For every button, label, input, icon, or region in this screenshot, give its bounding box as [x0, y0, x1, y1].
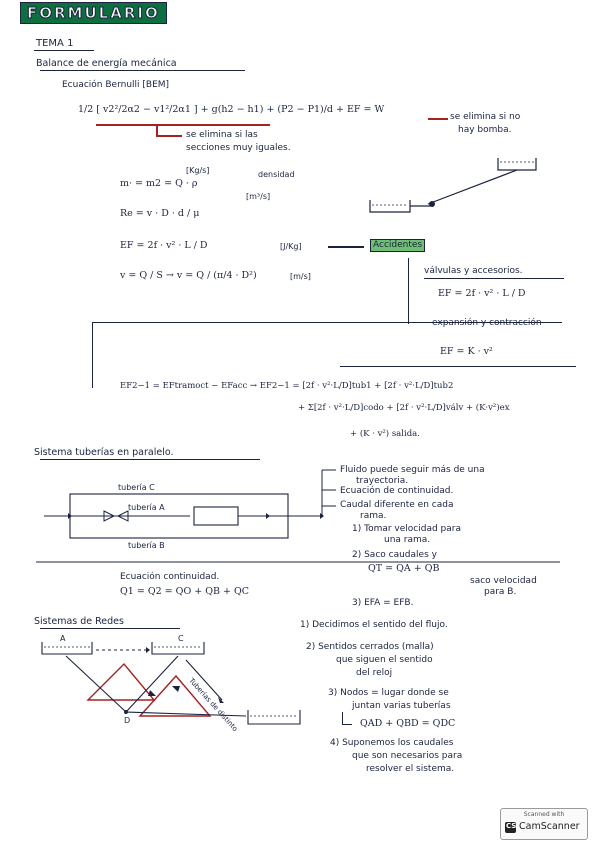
tuberia-c-label: tubería C — [118, 483, 155, 492]
section-heading-energy-underline — [40, 70, 245, 71]
accidentes-branch-vertical — [408, 258, 410, 324]
mass-flow-unit-top: [Kg/s] — [186, 166, 210, 175]
parallel-step-2-line-2: QT = QA + QB — [368, 563, 440, 574]
velocity-unit: [m/s] — [290, 272, 311, 281]
continuity-equation: Q1 = Q2 = QO + QB + QC — [120, 586, 250, 597]
network-step-3-bracket-arm — [342, 724, 352, 726]
parallel-note-2: Ecuación de continuidad. — [340, 486, 454, 496]
valvulas-underline — [424, 278, 564, 279]
parallel-step-2-line-4: para B. — [484, 587, 517, 597]
network-step-2-line-3: del reloj — [356, 668, 393, 678]
long-vertical-rule-1 — [92, 322, 94, 388]
section-heading-parallel: Sistema tuberías en paralelo. — [34, 447, 174, 458]
parallel-note-3-line-1: Caudal diferente en cada — [340, 500, 454, 510]
friction-unit: [J/Kg] — [280, 242, 302, 251]
network-node-c: C — [178, 634, 184, 643]
stamp-logo-text: CS — [506, 822, 517, 830]
network-diagonal-note: Tuberías de distinto — [187, 676, 240, 733]
parallel-step-2-line-3: saco velocidad — [470, 576, 537, 586]
continuity-label: Ecuación continuidad. — [120, 572, 220, 582]
network-step-2-line-1: 2) Sentidos cerrados (malla) — [306, 642, 434, 652]
section-heading-energy: Balance de energía mecánica — [36, 58, 177, 69]
ef-total-line-3: + (K · v²) salida. — [350, 429, 420, 439]
network-step-3-bracket — [342, 712, 344, 724]
network-step-3-equation: QAD + QBD = QDC — [360, 718, 456, 729]
bernoulli-label: Ecuación Bernulli [BEM] — [62, 80, 170, 90]
parallel-step-1-line-1: 1) Tomar velocidad para — [352, 524, 461, 534]
mass-flow-equation: m· = m2 = Q · ρ — [120, 178, 198, 189]
reynolds-equation: Re = v · D · d / μ — [120, 208, 200, 219]
parallel-step-2-line-1: 2) Saco caudales y — [352, 550, 437, 560]
parallel-step-3: 3) EFA = EFB. — [352, 598, 414, 608]
bernoulli-note-below-1: se elimina si las — [186, 130, 258, 140]
parallel-note-3-line-2: rama. — [360, 511, 387, 521]
bernoulli-red-bracket — [96, 124, 270, 126]
valvulas-equation: EF = 2f · v² · L / D — [438, 288, 526, 299]
expansion-label: expansión y contracción — [432, 318, 542, 328]
bernoulli-red-arrow-right — [428, 118, 448, 120]
bernoulli-note-right-1: se elimina si no — [450, 112, 521, 122]
mass-flow-density-label: densidad — [258, 170, 295, 179]
mass-flow-unit-bottom: [m³/s] — [246, 192, 271, 201]
tuberia-a-label: tubería A — [128, 503, 165, 512]
velocity-equation: v = Q / S → v = Q / (π/4 · D²) — [120, 270, 257, 281]
network-step-4-line-2: que son necesarios para — [352, 751, 463, 761]
network-step-2-line-2: que siguen el sentido — [336, 655, 433, 665]
long-horizontal-rule-2 — [340, 366, 576, 368]
parallel-note-1-line-1: Fluido puede seguir más de una — [340, 465, 485, 475]
topic-heading: TEMA 1 — [36, 38, 74, 49]
stamp-app-name: CamScanner — [519, 821, 580, 832]
camscanner-logo-icon — [505, 822, 516, 833]
friction-arrow — [328, 246, 364, 248]
topic-underline — [34, 50, 94, 51]
network-step-4-line-1: 4) Suponemos los caudales — [330, 738, 454, 748]
camscanner-stamp: Scanned with CS CamScanner — [500, 808, 588, 840]
valvulas-label: válvulas y accesorios. — [424, 266, 523, 276]
bernoulli-red-tick — [156, 124, 158, 136]
network-step-1: 1) Decidimos el sentido del flujo. — [300, 620, 448, 630]
ef-total-line-2: + Σ[2f · v²·L/D]codo + [2f · v²·L/D]válv… — [298, 403, 510, 413]
network-step-3-line-1: 3) Nodos = lugar donde se — [328, 688, 449, 698]
bernoulli-note-below-2: secciones muy iguales. — [186, 143, 291, 153]
section-heading-networks: Sistemas de Redes — [34, 616, 124, 627]
bernoulli-equation: 1/2 [ v2²/2α2 − v1²/2α1 ] + g(h2 − h1) +… — [78, 104, 385, 115]
accidentes-box: Accidentes — [370, 239, 426, 252]
stamp-scanned-with: Scanned with — [523, 811, 565, 818]
network-step-3-line-2: juntan varias tuberías — [352, 701, 451, 711]
long-horizontal-rule-1 — [92, 322, 562, 324]
ef-total-line-1: EF2−1 = EFtramoct − EFacc → EF2−1 = [2f … — [120, 381, 454, 391]
parallel-note-1-line-2: trayectoria. — [356, 476, 409, 486]
tuberia-b-label: tubería B — [128, 541, 165, 550]
expansion-equation: EF = K · v² — [440, 346, 493, 357]
parallel-step-1-line-2: una rama. — [384, 535, 431, 545]
network-node-a: A — [60, 634, 66, 643]
bernoulli-note-right-2: hay bomba. — [458, 125, 512, 135]
network-node-d: D — [124, 716, 131, 725]
section-heading-networks-underline — [40, 628, 180, 629]
network-step-4-line-3: resolver el sistema. — [366, 764, 455, 774]
friction-equation: EF = 2f · v² · L / D — [120, 240, 208, 251]
bernoulli-red-arrow — [156, 135, 182, 137]
section-heading-parallel-underline — [40, 459, 260, 460]
page-title: FORMULARIO — [20, 2, 167, 24]
